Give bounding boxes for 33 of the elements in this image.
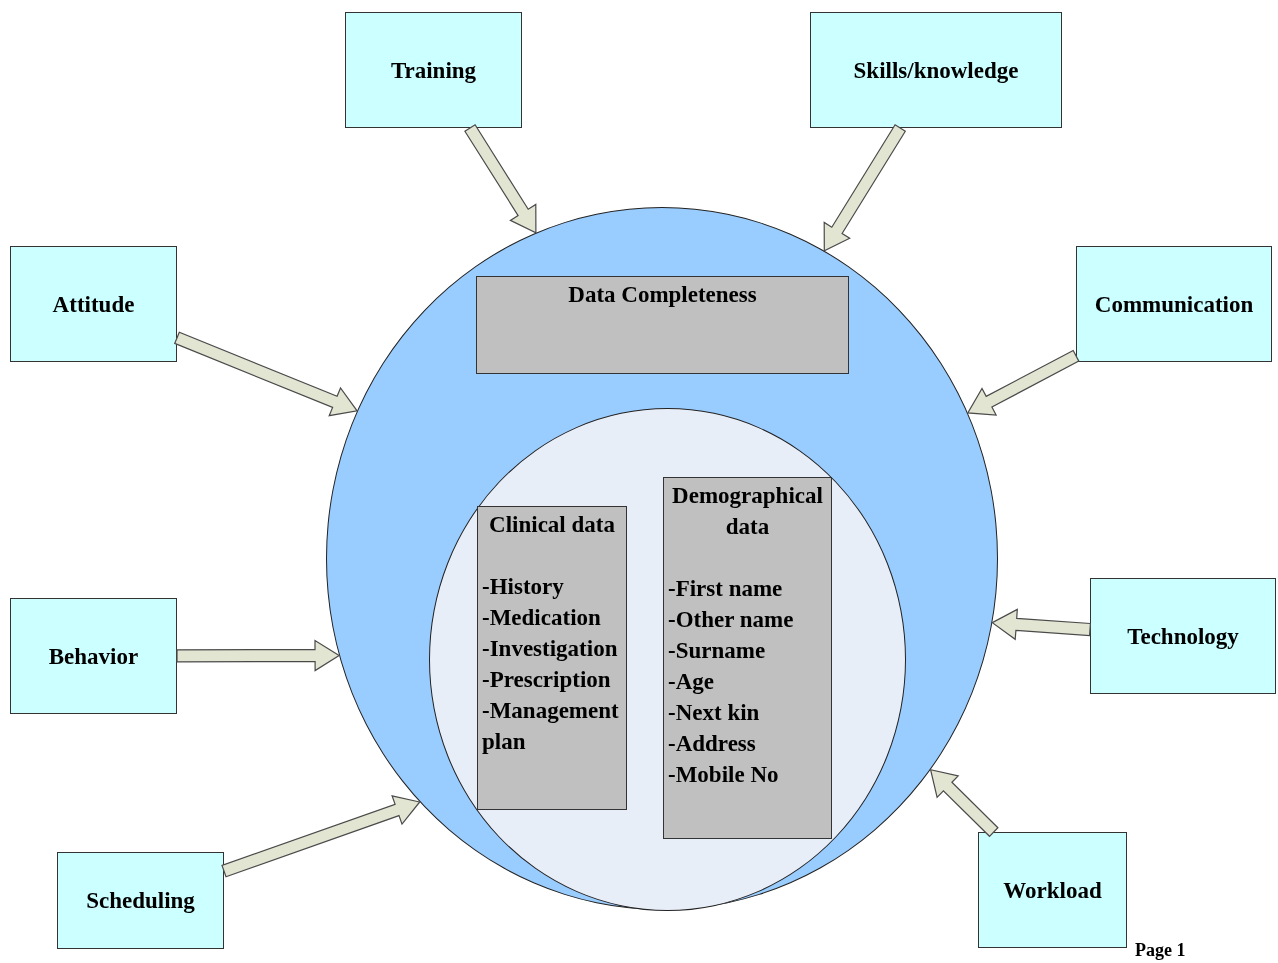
list-box — [663, 477, 832, 839]
factor-box — [57, 852, 224, 949]
factor-label: Behavior — [48, 642, 139, 671]
block-arrow — [991, 608, 1092, 641]
factor-box — [1076, 246, 1272, 362]
list-items: -History -Medication -Investigation -Prescription -Management plan — [482, 573, 620, 756]
box-heading: Data Completeness — [567, 281, 758, 309]
factor-label: Attitude — [52, 290, 135, 319]
list-box — [477, 506, 627, 810]
factor-box — [978, 832, 1127, 948]
factor-label: Training — [390, 56, 477, 85]
block-arrow — [929, 768, 999, 838]
block-arrow — [966, 349, 1080, 416]
list-heading: Clinical data — [488, 511, 616, 539]
factor-label: Technology — [1127, 622, 1239, 651]
factor-label: Scheduling — [86, 887, 195, 915]
factor-box — [1090, 578, 1276, 694]
factor-label: Skills/knowledge — [853, 56, 1019, 85]
list-heading: Demographical data — [671, 482, 824, 541]
heading-box — [476, 276, 849, 374]
list-items: -First name -Other name -Surname -Age -Next kin -Address -Mobile No — [668, 575, 795, 789]
factor-box — [10, 598, 177, 714]
factor-box — [810, 12, 1062, 128]
block-arrow — [176, 639, 341, 672]
factor-box — [345, 12, 522, 128]
factor-label: Workload — [1003, 876, 1102, 905]
block-arrow — [464, 123, 537, 234]
factor-box — [10, 246, 177, 362]
block-arrow — [823, 123, 907, 252]
block-arrow — [221, 794, 421, 878]
factor-label: Communication — [1094, 290, 1254, 319]
page-number: Page 1 — [1135, 939, 1186, 962]
block-arrow — [173, 331, 359, 417]
